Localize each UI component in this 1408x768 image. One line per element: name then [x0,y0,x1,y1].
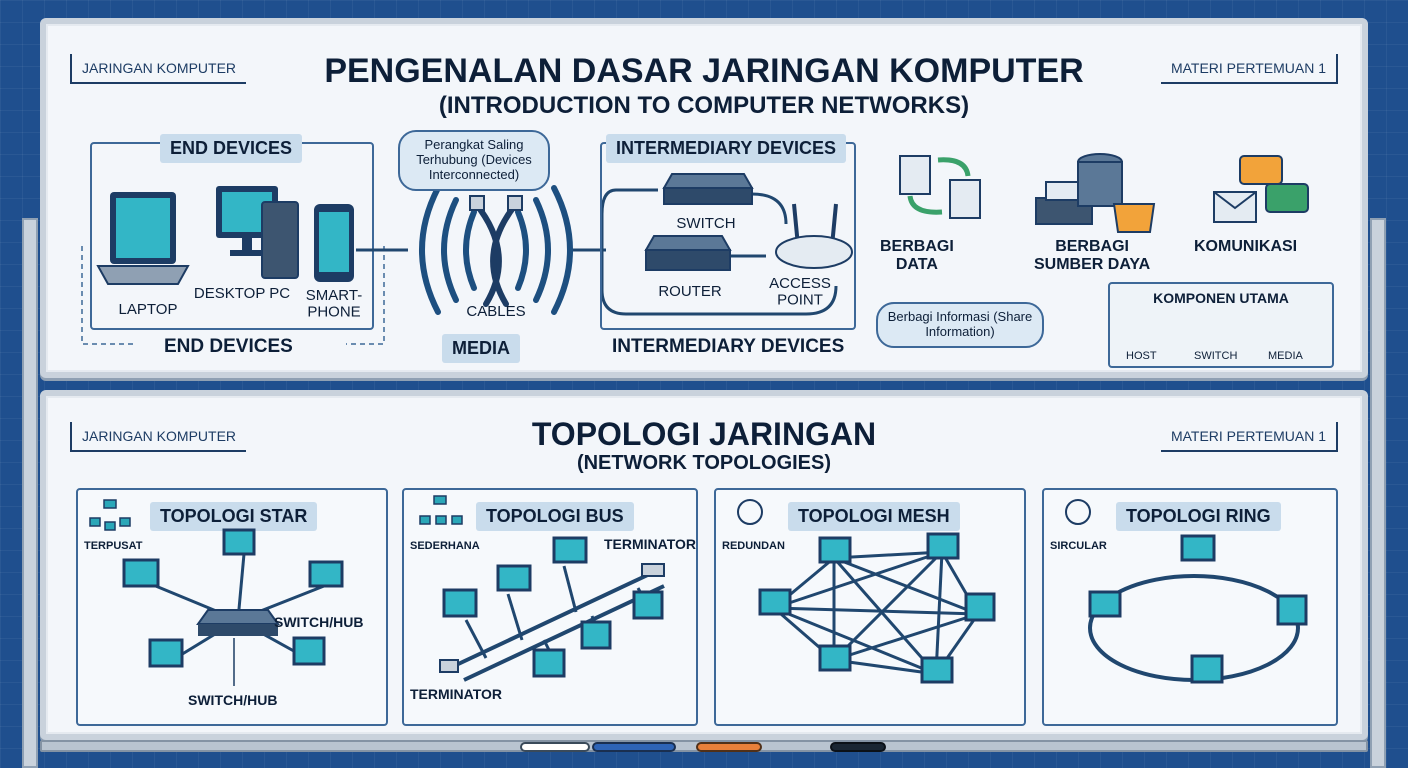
cables-label: CABLES [466,303,525,320]
laptop-icon [96,192,190,285]
router-icon [644,235,732,271]
desktop-label: DESKTOP PC [194,285,290,302]
course-tag-bottom: JARINGAN KOMPUTER [70,422,247,452]
star-topology-icon [89,499,131,531]
topology-mesh-subtitle: REDUNDAN [722,540,785,552]
devices-interconnected-bubble: Perangkat Saling Terhubung (Devices Inte… [398,130,550,191]
marker-orange[interactable] [696,742,762,752]
bus-terminator-bottom-label: TERMINATOR [410,686,503,702]
whiteboard-topologies: JARINGAN KOMPUTER MATERI PERTEMUAN 1 TOP… [40,390,1368,740]
intermediary-devices-box [600,142,856,330]
topology-bus-title: TOPOLOGI BUS [476,502,634,531]
ring-host [1088,534,1308,684]
star-hub-label: SWITCH/HUB [274,614,364,630]
laptop-label: LAPTOP [119,301,178,318]
board-eraser[interactable] [830,742,886,752]
topology-ring-box: TOPOLOGI RING SIRCULAR [1042,488,1338,726]
mesh-host [758,532,996,684]
terminator-left-icon [439,659,459,673]
page-title: PENGENALAN DASAR JARINGAN KOMPUTER [324,52,1084,90]
session-tag: MATERI PERTEMUAN 1 [1160,54,1338,84]
marker-white[interactable] [520,742,590,752]
topology-star-title: TOPOLOGI STAR [150,502,318,531]
intermediary-devices-header: INTERMEDIARY DEVICES [606,134,847,163]
access-point-icon [775,203,853,269]
topology-star-box: TOPOLOGI STAR TERPUSAT SWITCH/HUB SWITCH… [76,488,388,726]
topology-title: TOPOLOGI JARINGAN [531,416,877,452]
end-devices-header: END DEVICES [160,134,303,163]
cables-icon [469,195,523,307]
main-components-title: KOMPONEN UTAMA [1153,290,1289,306]
mesh-topology-icon [737,499,763,525]
board-stand-right [1370,218,1386,768]
topology-mesh-box: TOPOLOGI MESH REDUNDAN [714,488,1026,726]
star-hub-label-bottom: SWITCH/HUB [188,692,278,708]
component-switch-label: SWITCH [1194,350,1238,362]
ring-topology-icon [1065,499,1091,525]
star-host [122,528,344,668]
end-devices-footer: END DEVICES [164,336,293,357]
main-components-box [1108,282,1334,368]
router-label: ROUTER [658,283,722,300]
share-information-bubble: Berbagi Informasi (Share Information) [876,302,1044,348]
printer-server-icon [1035,153,1156,233]
bus-host [442,536,664,678]
switch-icon [662,173,754,205]
topology-mesh-title: TOPOLOGI MESH [788,502,960,531]
topology-bus-subtitle: SEDERHANA [410,540,480,552]
smartphone-icon [314,204,354,282]
star-hub-icon [196,609,280,636]
board-stand-left [22,218,38,768]
media-label: MEDIA [442,334,520,363]
ring-diagram [1065,499,1308,684]
component-media-label: MEDIA [1268,350,1303,362]
smartphone-label: SMART-PHONE [306,287,362,321]
benefit-resources-label: BERBAGI SUMBER DAYA [1034,238,1151,274]
desktop-pc-icon [216,186,299,279]
topology-subtitle: (NETWORK TOPOLOGIES) [576,452,832,474]
communication-icon [1213,155,1309,223]
course-tag: JARINGAN KOMPUTER [70,54,247,84]
benefit-communication-label: KOMUNIKASI [1194,238,1298,255]
component-host-label: HOST [1126,350,1157,362]
whiteboard-intro: JARINGAN KOMPUTER MATERI PERTEMUAN 1 PEN… [40,18,1368,378]
bus-diagram [419,495,665,682]
session-tag-bottom: MATERI PERTEMUAN 1 [1160,422,1338,452]
topology-bus-box: TOPOLOGI BUS SEDERHANA TERMINATOR TERMIN… [402,488,698,726]
benefit-data-label: BERBAGI DATA [880,238,954,274]
topology-ring-title: TOPOLOGI RING [1116,502,1281,531]
page-subtitle: (INTRODUCTION TO COMPUTER NETWORKS) [438,92,970,119]
topology-ring-subtitle: SIRCULAR [1050,540,1107,552]
wireless-waves-icon [419,185,573,315]
star-diagram [89,499,344,686]
intermediary-devices-footer: INTERMEDIARY DEVICES [612,336,845,357]
bus-backbone [453,570,655,668]
topology-star-subtitle: TERPUSAT [84,540,143,552]
terminator-right-icon [641,563,665,577]
switch-label: SWITCH [676,215,735,232]
data-sharing-icon [899,155,981,219]
bus-topology-icon [419,495,463,525]
mesh-diagram [737,499,996,684]
bus-terminator-top-label: TERMINATOR [604,536,697,552]
marker-blue[interactable] [592,742,676,752]
mesh-links [773,550,980,676]
intermediary-backbone [600,188,838,316]
